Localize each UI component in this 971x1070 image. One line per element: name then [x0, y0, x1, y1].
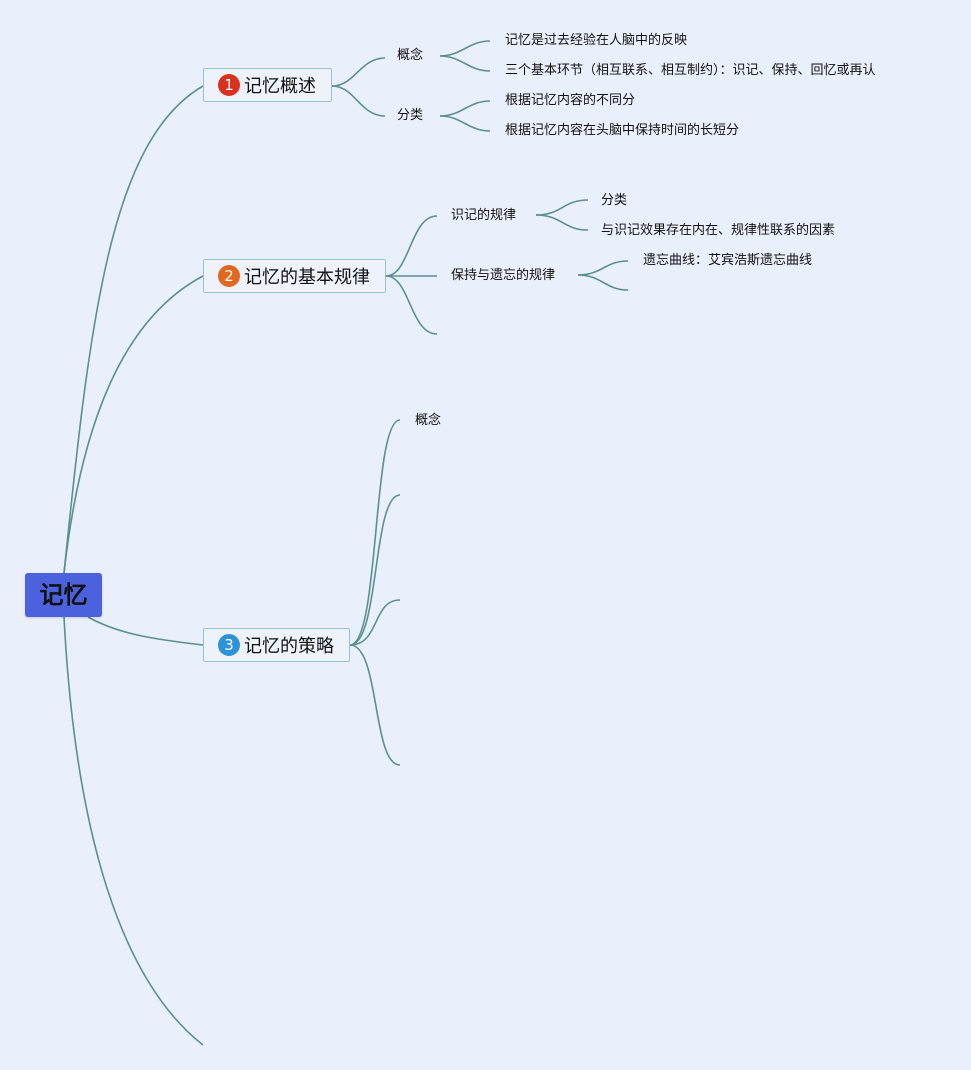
edge-topic2-encoding — [385, 215, 438, 277]
subtopic-encoding-category[interactable]: 分类 — [601, 193, 628, 208]
edge-topic3-empty2 — [349, 599, 401, 646]
edge-concept-item1 — [439, 40, 491, 57]
main-topic-memory-laws[interactable]: 2 记忆的基本规律 — [203, 259, 386, 293]
subtopic-category-content[interactable]: 根据记忆内容的不同分 — [505, 93, 636, 108]
edge-topic2-empty — [385, 275, 438, 335]
priority-3-icon: 3 — [218, 634, 240, 656]
edge-topic1-concept — [331, 57, 386, 87]
edge-topic3-empty1 — [349, 494, 401, 646]
subtopic-concept[interactable]: 概念 — [397, 48, 424, 63]
edge-category-item1 — [439, 100, 491, 117]
subtopic-concept-definition[interactable]: 记忆是过去经验在人脑中的反映 — [505, 33, 688, 48]
main-topic-label: 记忆概述 — [244, 76, 316, 97]
edge-encoding-item2 — [535, 214, 589, 231]
subtopic-encoding-laws[interactable]: 识记的规律 — [451, 208, 517, 223]
main-topic-memory-strategies[interactable]: 3 记忆的策略 — [203, 628, 350, 662]
main-topic-label: 记忆的基本规律 — [244, 267, 370, 288]
edge-root-topic1 — [63, 85, 204, 574]
edge-concept-item2 — [439, 55, 491, 72]
subtopic-encoding-factors[interactable]: 与识记效果存在内在、规律性联系的因素 — [601, 223, 836, 238]
main-topic-label: 记忆的策略 — [244, 636, 334, 657]
subtopic-category[interactable]: 分类 — [397, 108, 424, 123]
subtopic-forgetting-curve[interactable]: 遗忘曲线：艾宾浩斯遗忘曲线 — [643, 253, 813, 268]
edge-root-topic3 — [87, 616, 204, 646]
edge-topic3-empty3 — [349, 644, 401, 766]
root-topic[interactable]: 记忆 — [25, 573, 102, 617]
priority-1-icon: 1 — [218, 74, 240, 96]
edge-category-item2 — [439, 115, 491, 132]
edge-root-topic2 — [63, 275, 204, 574]
edge-topic3-concept — [349, 419, 401, 646]
edge-encoding-item1 — [535, 199, 589, 216]
subtopic-category-duration[interactable]: 根据记忆内容在头脑中保持时间的长短分 — [505, 123, 740, 138]
priority-2-icon: 2 — [218, 265, 240, 287]
edge-root-empty-branch — [63, 616, 204, 1046]
main-topic-memory-overview[interactable]: 1 记忆概述 — [203, 68, 332, 102]
subtopic-retention-forgetting-laws[interactable]: 保持与遗忘的规律 — [451, 268, 556, 283]
edge-retention-item1 — [577, 260, 629, 276]
edge-topic1-category — [331, 85, 386, 117]
subtopic-strategy-concept[interactable]: 概念 — [415, 413, 442, 428]
edge-retention-item2 — [577, 274, 629, 291]
subtopic-concept-stages[interactable]: 三个基本环节（相互联系、相互制约）：识记、保持、回忆或再认 — [505, 63, 876, 78]
